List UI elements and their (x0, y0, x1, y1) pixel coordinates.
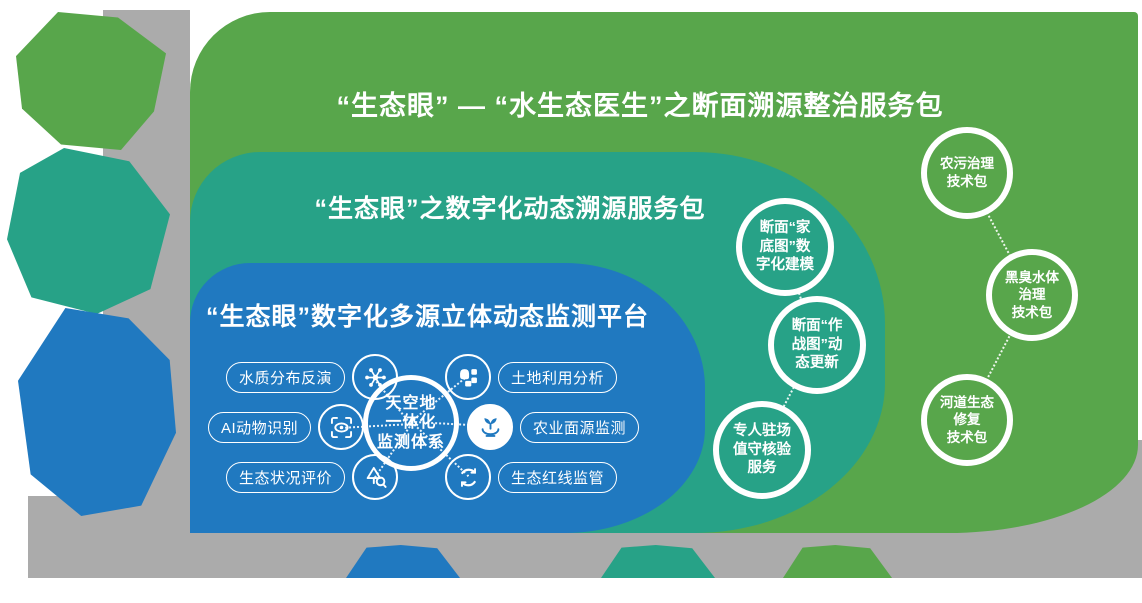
circle-line: 专人驻场 (733, 422, 791, 439)
circle-line: 态更新 (795, 355, 839, 372)
sprout-icon (467, 404, 513, 450)
circle-onsite-verification: 专人驻场 值守核验 服务 (713, 401, 811, 499)
item-label-pill: 水质分布反演 (226, 361, 346, 393)
redline-cycle-icon (445, 454, 491, 500)
circle-line: 字化建模 (756, 257, 814, 274)
title-inner-platform: “生态眼”数字化多源立体动态监测平台 (206, 303, 650, 331)
item-water-quality: 水质分布反演 (226, 354, 399, 400)
circle-battle-map-update: 断面“作 战图”动 态更新 (768, 296, 866, 394)
hub-network-icon (352, 354, 399, 400)
circle-black-odor-water-package: 黑臭水体 治理 技术包 (986, 249, 1078, 341)
item-ai-animal: AI动物识别 (208, 404, 365, 450)
center-hub-line: 天空地 (385, 395, 437, 413)
land-parcel-icon (445, 354, 491, 400)
item-agri-source: 农业面源监测 (467, 404, 640, 450)
circle-river-restoration-package: 河道生态 修复 技术包 (921, 374, 1013, 466)
circle-line: 修复 (953, 412, 981, 428)
circle-line: 农污治理 (940, 156, 994, 172)
item-redline: 生态红线监管 (445, 454, 618, 500)
item-label-pill: 生态状况评价 (226, 461, 346, 493)
circle-line: 技术包 (946, 174, 988, 189)
decor-blob-blue (18, 308, 176, 516)
circle-line: 战图”动 (791, 336, 843, 353)
center-hub-line: 监测体系 (376, 433, 445, 451)
circle-line: 服务 (747, 460, 777, 477)
center-hub-line: 一体化 (385, 414, 437, 432)
tree-assess-icon (352, 454, 399, 500)
center-hub-circle: 天空地 一体化 监测体系 (363, 375, 459, 471)
item-label-pill: 生态红线监管 (498, 461, 618, 493)
item-eco-status: 生态状况评价 (226, 454, 399, 500)
title-outer-package: “生态眼” — “水生态医生”之断面溯源整治服务包 (336, 91, 944, 121)
circle-line: 断面“作 (791, 317, 843, 334)
circle-line: 底图”数 (759, 238, 811, 255)
circle-line: 治理 (1018, 287, 1046, 303)
circle-line: 断面“家 (759, 219, 811, 236)
circle-line: 黑臭水体 (1005, 269, 1059, 285)
circle-line: 河道生态 (940, 394, 994, 410)
item-label-pill: AI动物识别 (208, 411, 312, 443)
circle-line: 技术包 (1011, 304, 1053, 320)
item-land-use: 土地利用分析 (445, 354, 618, 400)
item-label-pill: 土地利用分析 (498, 361, 618, 393)
eye-scan-icon (318, 404, 365, 450)
circle-line: 值守核验 (733, 441, 791, 458)
title-middle-package: “生态眼”之数字化动态溯源服务包 (314, 195, 706, 223)
item-label-pill: 农业面源监测 (520, 411, 640, 443)
circle-baseline-map-modeling: 断面“家 底图”数 字化建模 (736, 198, 834, 296)
circle-line: 技术包 (946, 429, 988, 445)
circle-rural-sewage-package: 农污治理 技术包 (921, 127, 1013, 219)
